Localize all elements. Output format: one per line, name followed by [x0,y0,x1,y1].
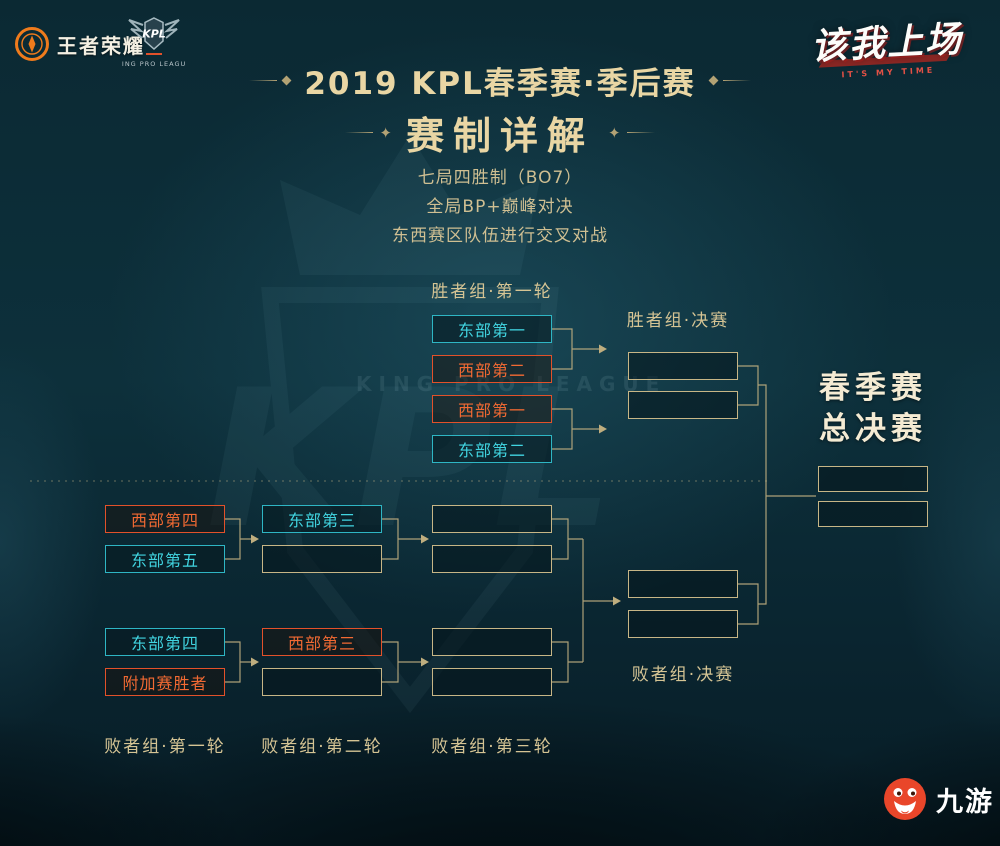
empty-slot [818,501,928,527]
team-slot: 东部第五 [105,545,225,573]
ornament-star-icon: ✦ [608,124,655,142]
empty-slot [818,466,928,492]
kpl-logo-text: KPL [142,28,166,41]
losers-round1-label: 败者组·第一轮 [104,737,226,757]
empty-slot [432,628,552,656]
grand-final-title-line2: 总决赛 [819,411,927,447]
rule-line: 东西赛区队伍进行交叉对战 [392,226,608,246]
ornament-diamond-icon [249,75,292,86]
team-slot: 东部第一 [432,315,552,343]
ornament-star-icon: ✦ [345,124,392,142]
winners-round1-label: 胜者组·第一轮 [431,282,553,302]
losers-round2-label: 败者组·第二轮 [261,737,383,757]
poster-title-row: 2019 KPL春季赛·季后赛 [0,58,1000,103]
team-slot: 西部第二 [432,355,552,383]
empty-slot [432,545,552,573]
9game-logo-text: 九游 [936,786,994,818]
empty-slot [262,668,382,696]
empty-slot [628,352,738,380]
grand-final-title-line1: 春季赛 [819,370,927,406]
ornament-diamond-icon [708,75,751,86]
kpl-logo-subtext: KING PRO LEAGUE [122,60,186,68]
losers-final-label: 败者组·决赛 [631,665,735,685]
empty-slot [628,570,738,598]
team-slot: 西部第四 [105,505,225,533]
poster-subtitle-row: ✦ 赛制详解 ✦ [0,105,1000,160]
winners-final-label: 胜者组·决赛 [626,311,730,331]
team-slot: 东部第四 [105,628,225,656]
rules-block: 七局四胜制（BO7） 全局BP+巅峰对决 东西赛区队伍进行交叉对战 [0,164,1000,251]
empty-slot [432,668,552,696]
rule-line: 七局四胜制（BO7） [417,168,583,188]
team-slot: 东部第二 [432,435,552,463]
team-slot: 附加赛胜者 [105,668,225,696]
empty-slot [628,391,738,419]
empty-slot [432,505,552,533]
empty-slot [262,545,382,573]
losers-round3-label: 败者组·第三轮 [431,737,553,757]
empty-slot [628,610,738,638]
rule-line: 全局BP+巅峰对决 [426,197,574,217]
team-slot: 西部第一 [432,395,552,423]
team-slot: 西部第三 [262,628,382,656]
team-slot: 东部第三 [262,505,382,533]
kpl-logo: KPL KING PRO LEAGUE [122,17,186,68]
poster-title: 2019 KPL春季赛·季后赛 [304,66,696,102]
grand-final-title: 春季赛 总决赛 [793,368,953,450]
9game-logo: 九游 [882,776,994,822]
honor-of-kings-logo-text: 王者荣耀 [57,33,145,58]
honor-of-kings-icon [15,27,49,61]
honor-of-kings-logo: 王者荣耀 [14,26,145,62]
poster-subtitle: 赛制详解 [405,114,594,158]
9game-icon [884,778,926,820]
